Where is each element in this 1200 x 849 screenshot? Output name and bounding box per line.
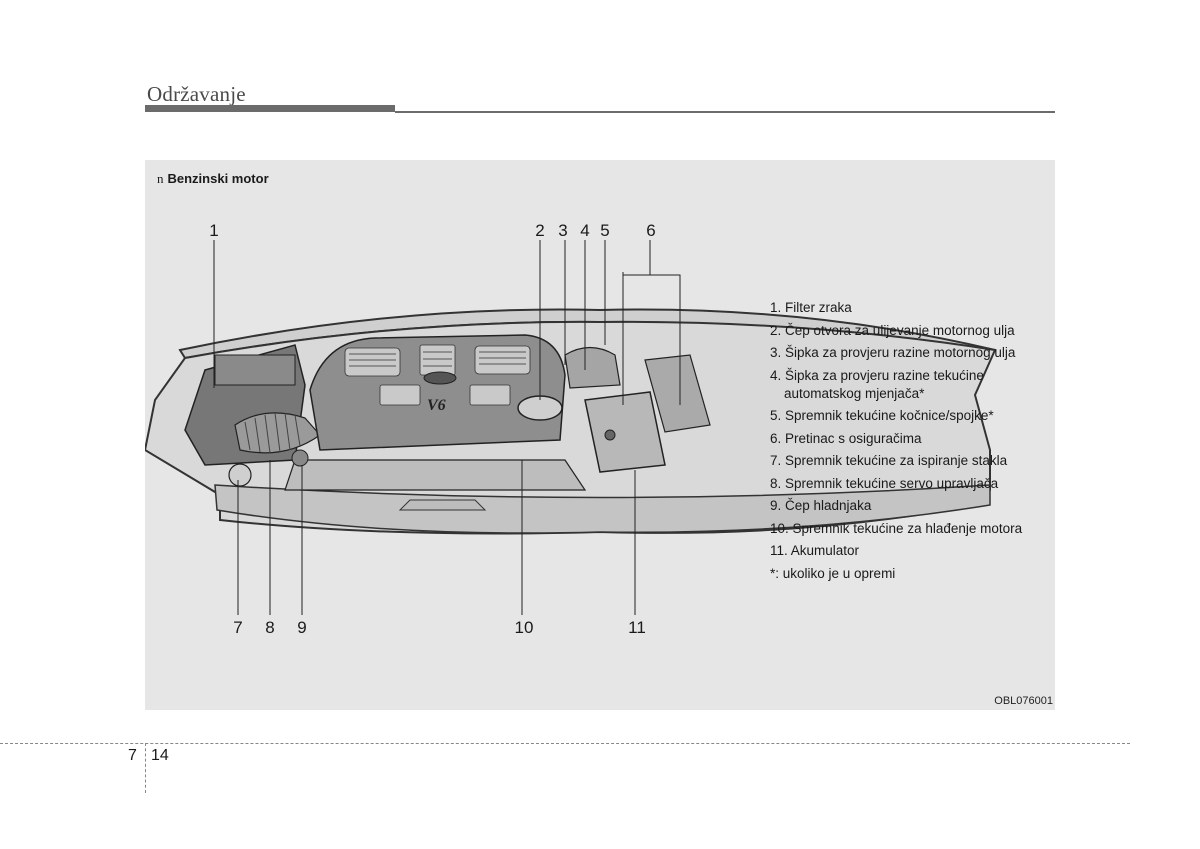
- legend-item: 3. Šipka za provjeru razine motornog ulj…: [770, 345, 1050, 361]
- legend-item: 11. Akumulator: [770, 543, 1050, 559]
- legend-item: 4. Šipka za provjeru razine tekućine: [770, 368, 1050, 384]
- washer-cap: [229, 464, 251, 486]
- legend-item: 9. Čep hladnjaka: [770, 498, 1050, 514]
- legend-item-continued: automatskog mjenjača*: [770, 386, 1050, 402]
- brand-emblem: [424, 372, 456, 384]
- battery: [585, 392, 665, 472]
- page-number: 14: [151, 747, 169, 765]
- legend-footnote: *: ukoliko je u opremi: [770, 566, 1050, 582]
- chapter-number: 7: [128, 747, 137, 765]
- callout-10: 10: [515, 618, 534, 637]
- title-underline-thin: [395, 111, 1055, 113]
- component-legend: 1. Filter zraka 2. Čep otvora za ulijeva…: [770, 300, 1050, 588]
- brake-reservoir: [565, 348, 620, 389]
- radiator-cap: [292, 450, 308, 466]
- callout-2: 2: [535, 221, 544, 240]
- figure-code: OBL076001: [994, 695, 1053, 707]
- legend-item: 8. Spremnik tekućine servo upravljača: [770, 476, 1050, 492]
- callout-6: 6: [646, 221, 655, 240]
- front-notch: [400, 500, 485, 510]
- callout-8: 8: [265, 618, 274, 637]
- callout-9: 9: [297, 618, 306, 637]
- callout-5: 5: [600, 221, 609, 240]
- air-filter-lid: [215, 355, 295, 385]
- legend-item: 7. Spremnik tekućine za ispiranje stakla: [770, 453, 1050, 469]
- callout-4: 4: [580, 221, 589, 240]
- callout-3: 3: [558, 221, 567, 240]
- callout-11: 11: [628, 618, 646, 637]
- footer-vertical-divider: [145, 743, 146, 793]
- radiator-shroud: [285, 460, 585, 490]
- legend-item: 10. Spremnik tekućine za hlađenje motora: [770, 521, 1050, 537]
- legend-item: 1. Filter zraka: [770, 300, 1050, 316]
- callout-1: 1: [209, 221, 218, 240]
- engine-badge: V6: [427, 397, 446, 414]
- legend-item: 6. Pretinac s osiguračima: [770, 431, 1050, 447]
- footer-divider: [0, 743, 1130, 744]
- legend-item: 5. Spremnik tekućine kočnice/spojke*: [770, 408, 1050, 424]
- legend-item: 2. Čep otvora za ulijevanje motornog ulj…: [770, 323, 1050, 339]
- title-underline-thick: [145, 105, 395, 112]
- callout-7: 7: [233, 618, 242, 637]
- page-title: Održavanje: [147, 82, 246, 107]
